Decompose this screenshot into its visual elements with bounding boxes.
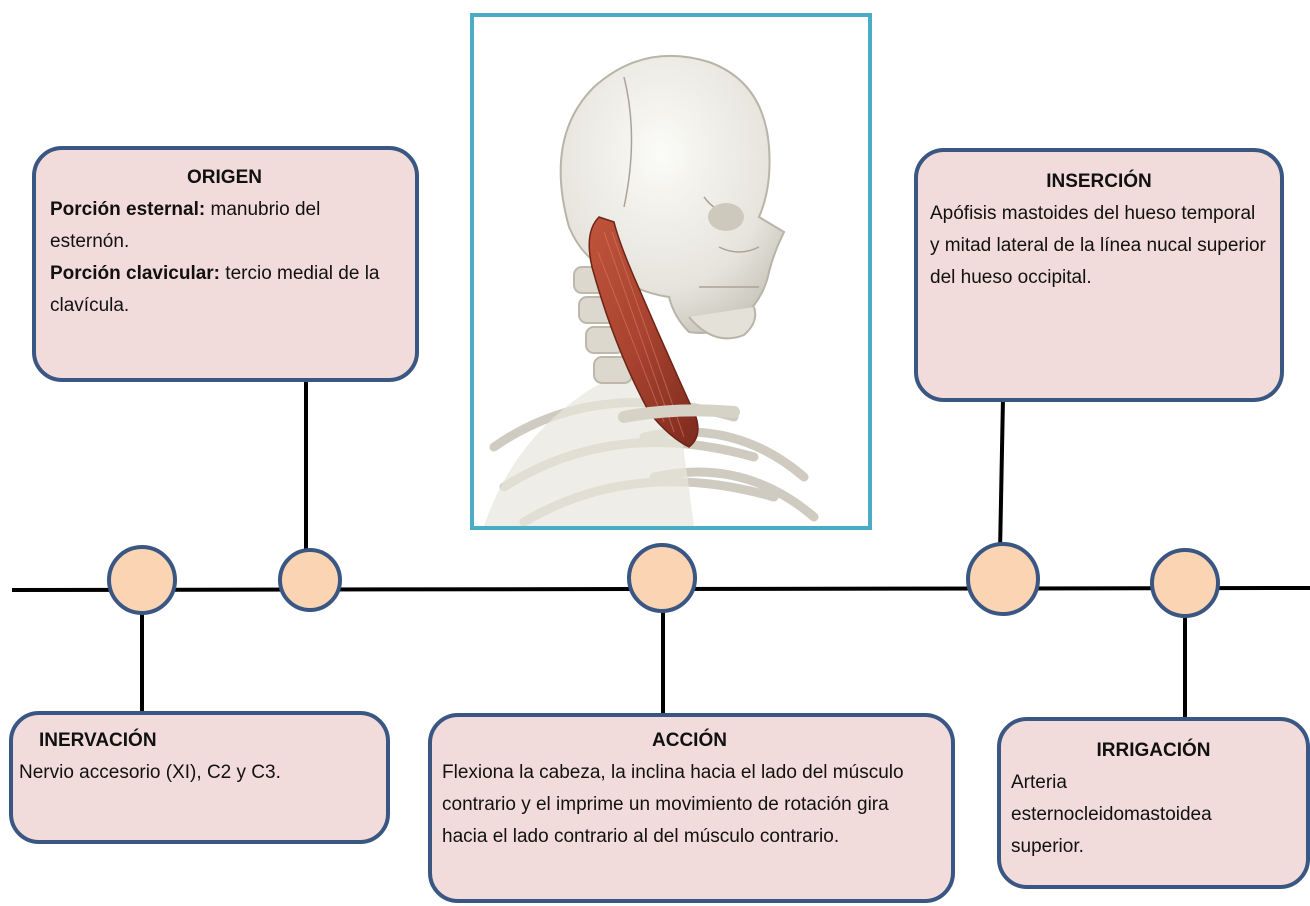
accion-title: ACCIÓN bbox=[442, 725, 937, 757]
insercion-text: Apófisis mastoides del hueso temporal y … bbox=[930, 198, 1268, 294]
skeleton-muscle-illustration bbox=[474, 17, 868, 526]
node-inervacion bbox=[109, 547, 175, 613]
origen-label-2: Porción clavicular: bbox=[50, 263, 220, 284]
origen-box: ORIGEN Porción esternal: manubrio del es… bbox=[32, 146, 419, 382]
irrigacion-title: IRRIGACIÓN bbox=[1011, 735, 1296, 767]
origen-title: ORIGEN bbox=[50, 162, 399, 194]
inervacion-text: Nervio accesorio (XI), C2 y C3. bbox=[19, 757, 378, 789]
node-insercion bbox=[968, 544, 1038, 614]
node-origen bbox=[280, 550, 340, 610]
irrigacion-box: IRRIGACIÓN Arteria esternocleidomastoide… bbox=[997, 717, 1310, 889]
insercion-box: INSERCIÓN Apófisis mastoides del hueso t… bbox=[914, 148, 1284, 402]
anatomy-image bbox=[470, 13, 872, 530]
node-irrigacion bbox=[1152, 550, 1218, 616]
accion-text: Flexiona la cabeza, la inclina hacia el … bbox=[442, 757, 937, 853]
insercion-title: INSERCIÓN bbox=[930, 166, 1268, 198]
node-accion bbox=[629, 545, 695, 611]
origen-label-1: Porción esternal: bbox=[50, 199, 205, 220]
connector-insercion bbox=[1000, 398, 1003, 552]
accion-box: ACCIÓN Flexiona la cabeza, la inclina ha… bbox=[428, 713, 955, 903]
origen-line-2: Porción clavicular: tercio medial de la … bbox=[50, 258, 399, 322]
irrigacion-text: Arteria esternocleidomastoidea superior. bbox=[1011, 767, 1241, 863]
inervacion-box: INERVACIÓN Nervio accesorio (XI), C2 y C… bbox=[9, 711, 390, 844]
origen-line-1: Porción esternal: manubrio del esternón. bbox=[50, 194, 399, 258]
inervacion-title: INERVACIÓN bbox=[19, 725, 378, 757]
